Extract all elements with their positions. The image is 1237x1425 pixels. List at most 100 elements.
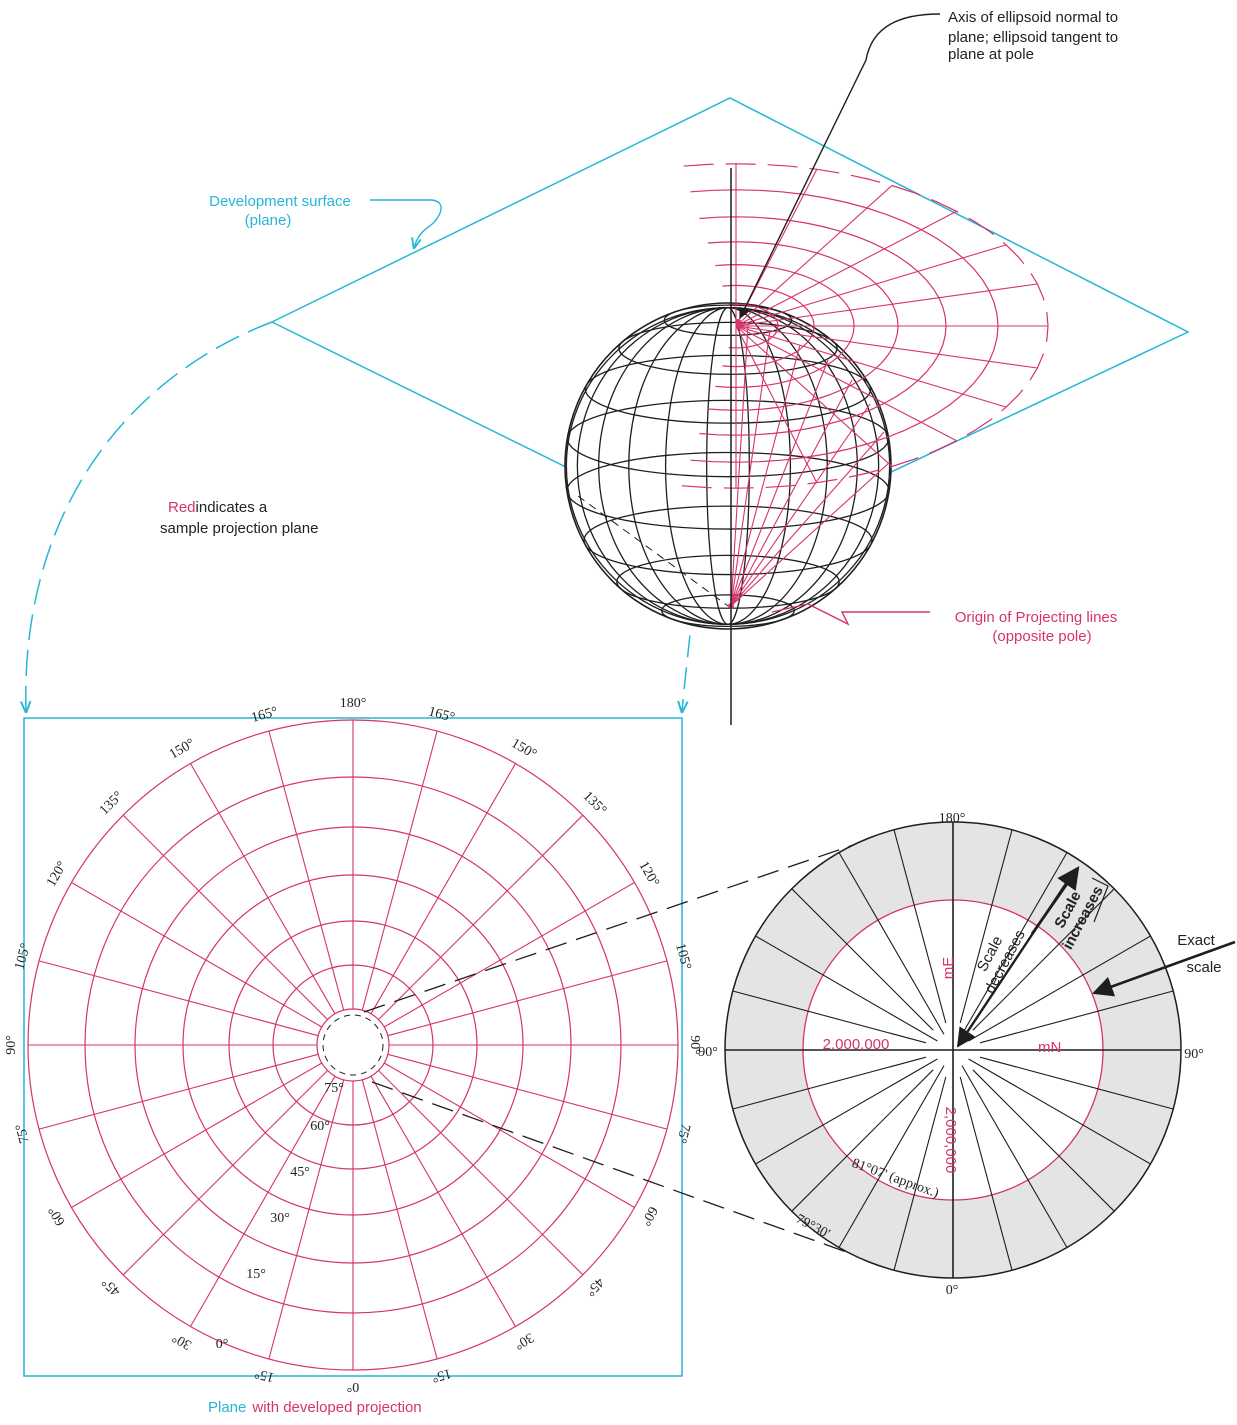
exact-scale-arrow xyxy=(1092,940,1236,997)
developed-projection-grid xyxy=(27,719,679,1371)
projecting-line xyxy=(730,379,853,607)
developed-meridian xyxy=(190,763,336,1015)
axis-note-line-1: Axis of ellipsoid normal to xyxy=(948,9,1118,26)
developed-meridian xyxy=(361,730,438,1011)
enlargement-lines xyxy=(363,841,863,1255)
detail-meridian xyxy=(893,829,947,1024)
plane-meridian xyxy=(735,244,1007,327)
exact-scale-label: Exact xyxy=(1177,932,1215,949)
tick-bottom-left: 75° xyxy=(13,1122,33,1145)
latitude-label: 15° xyxy=(246,1267,266,1282)
developed-meridian xyxy=(268,1079,345,1360)
red-note-line-1: Redindicates a xyxy=(168,499,268,516)
tick-0: 0° xyxy=(347,1379,360,1394)
plane-meridian xyxy=(735,185,893,327)
tick-bottom-left: 60° xyxy=(46,1204,69,1228)
developed-meridian xyxy=(71,1062,323,1208)
detail-meridian xyxy=(732,1056,927,1110)
globe-meridian xyxy=(576,307,729,625)
detail-meridian xyxy=(791,888,934,1031)
tick-bottom-right: 75° xyxy=(673,1122,693,1145)
plane-meridian xyxy=(735,325,957,442)
latitude-label: 75° xyxy=(324,1081,344,1096)
tick-top-left: 105° xyxy=(12,942,33,972)
developed-meridian xyxy=(383,1062,635,1208)
axis-note-line-2: plane; ellipsoid tangent to xyxy=(948,29,1118,46)
scale-increases-arrow xyxy=(1030,866,1080,935)
globe-meridian xyxy=(598,307,729,625)
detail-meridian xyxy=(961,1065,1068,1248)
globe-parallel xyxy=(566,451,890,530)
detail-meridian xyxy=(979,1056,1174,1110)
developed-meridian xyxy=(378,1070,584,1276)
northing-value: 2,000,000 xyxy=(942,1107,959,1174)
projecting-line xyxy=(730,359,829,607)
globe-parallel xyxy=(584,354,872,424)
tick-bottom-right: 15° xyxy=(430,1365,453,1385)
detail-meridian xyxy=(791,1069,934,1212)
tick-180: 180° xyxy=(340,696,367,711)
tick-bottom-left: 15° xyxy=(253,1365,276,1385)
globe-meridian xyxy=(664,307,729,625)
origin-leader xyxy=(771,603,930,626)
developed-meridian xyxy=(122,1070,328,1276)
plane-meridian xyxy=(735,325,1007,408)
detail-meridian xyxy=(979,990,1174,1044)
latitude-label: 45° xyxy=(290,1165,310,1180)
detail-meridian xyxy=(961,852,1068,1035)
developed-meridian xyxy=(38,960,319,1037)
developed-meridian xyxy=(71,882,323,1028)
enlarged-polar-detail xyxy=(724,821,1236,1279)
developed-meridian xyxy=(122,814,328,1020)
plane-meridian xyxy=(735,283,1038,327)
developed-meridian xyxy=(378,814,584,1020)
detail-meridian xyxy=(755,1058,938,1165)
plane-meridian xyxy=(735,325,893,467)
inner-detail-circle xyxy=(322,1014,384,1076)
tick-bottom-right: 60° xyxy=(637,1204,660,1228)
right-tick-90-left: 90° xyxy=(698,1045,718,1060)
developed-meridian xyxy=(268,730,345,1011)
right-tick-90-right: 90° xyxy=(1184,1047,1204,1062)
detail-meridian xyxy=(732,990,927,1044)
latitude-label: 30° xyxy=(270,1211,290,1226)
mN-label: mN xyxy=(1038,1039,1061,1056)
detail-meridian xyxy=(893,1076,947,1271)
globe-parallel xyxy=(566,399,890,478)
globe-meridian xyxy=(565,307,729,625)
latitude-label: 60° xyxy=(310,1119,330,1134)
origin-sublabel: (opposite pole) xyxy=(992,628,1091,645)
globe-meridian xyxy=(628,307,729,625)
developed-meridian xyxy=(387,960,668,1037)
projecting-line xyxy=(730,461,891,607)
tick-top-left: 135° xyxy=(97,789,126,818)
detail-meridian xyxy=(959,1076,1013,1271)
detail-meridian xyxy=(838,852,945,1035)
projected-grid-on-plane xyxy=(681,163,1049,489)
tick-bottom-left: 30° xyxy=(170,1329,194,1352)
tick-bottom-left: 45° xyxy=(99,1274,123,1298)
development-surface-sublabel: (plane) xyxy=(245,212,292,229)
developed-meridian xyxy=(38,1053,319,1130)
developed-meridian xyxy=(361,1079,438,1360)
exact-scale-label-2: scale xyxy=(1186,959,1221,976)
detail-meridian xyxy=(972,888,1115,1031)
projecting-line xyxy=(730,329,771,607)
development-surface-label: Development surface xyxy=(209,193,351,210)
globe-meridian xyxy=(706,307,729,625)
origin-label: Origin of Projecting lines xyxy=(955,609,1118,626)
developed-meridian xyxy=(370,1075,516,1327)
tick-top-right: 150° xyxy=(508,736,539,762)
projecting-line xyxy=(730,344,801,607)
developed-plane-frame xyxy=(23,717,683,1377)
axis-note-leader xyxy=(739,13,941,320)
tick-top-left: 120° xyxy=(44,859,70,890)
detail-meridian xyxy=(959,829,1013,1024)
developed-parallel-circle xyxy=(316,1008,390,1082)
development-surface-leader xyxy=(370,199,442,248)
tick-90-right: 90° xyxy=(687,1035,702,1055)
globe-hidden-line xyxy=(577,495,729,607)
tick-top-right: 105° xyxy=(672,942,693,972)
